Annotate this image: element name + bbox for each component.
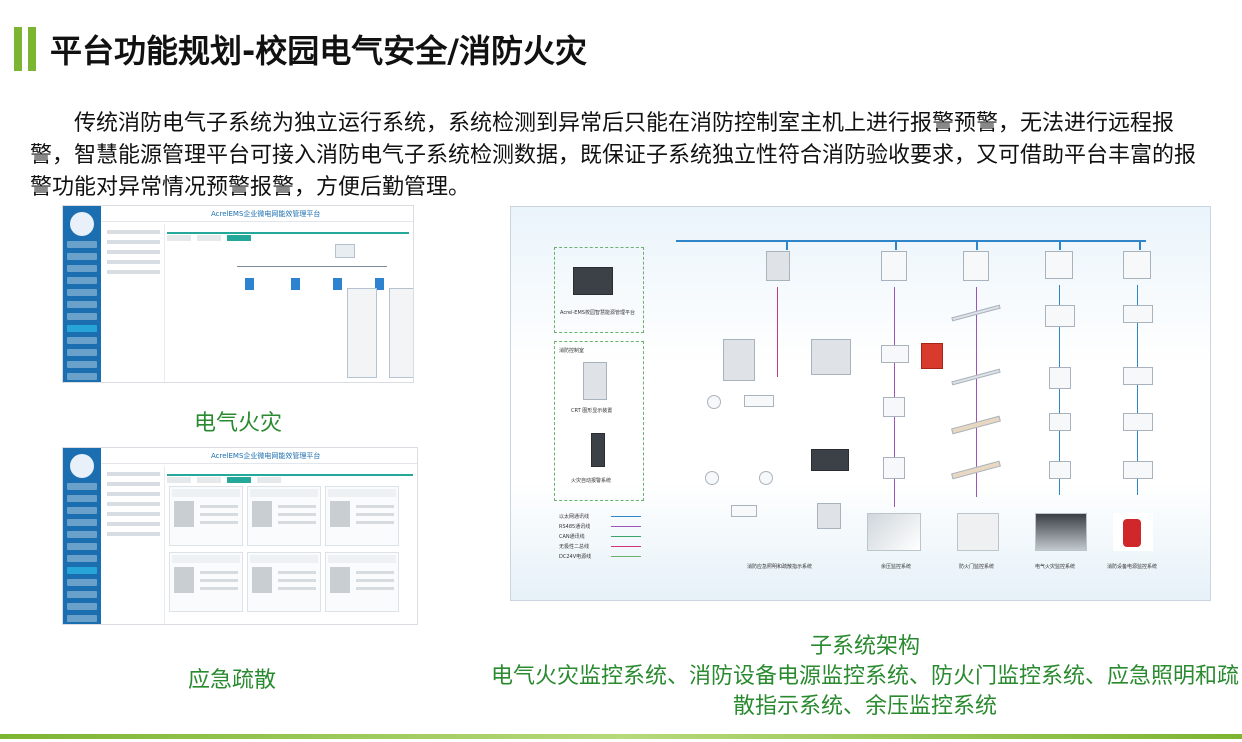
app-topbar: AcrelEMS企业微电网能效管理平台 — [101, 448, 417, 464]
platform-label: Acrel-EMS校园智慧能源管理平台 — [560, 310, 635, 316]
system-label: 防火门监控系统 — [959, 564, 995, 570]
topology-view — [167, 226, 413, 378]
device-tree — [103, 224, 165, 382]
app-sidebar — [63, 206, 101, 382]
power-card[interactable] — [325, 552, 399, 612]
crt-label: CRT 图形显示装置 — [571, 408, 613, 414]
app-title: AcrelEMS企业微电网能效管理平台 — [211, 210, 321, 218]
system-label: 消防应急照明和疏散指示系统 — [747, 564, 813, 570]
power-card[interactable] — [325, 486, 399, 546]
app-sidebar — [63, 448, 101, 624]
control-room-label: 消防控制室 — [559, 348, 585, 354]
legend-rs485: RS485通讯线 — [559, 524, 591, 530]
electrical-fire-caption: 电气火灾 — [193, 411, 282, 436]
intro-paragraph: 传统消防电气子系统为独立运行系统，系统检测到异常后只能在消防控制室主机上进行报警… — [30, 111, 1197, 200]
legend-dc24v: DC24V电源线 — [559, 554, 592, 560]
app-title: AcrelEMS企业微电网能效管理平台 — [211, 452, 321, 460]
legend-can: CAN通讯线 — [559, 534, 585, 540]
legend-bus: 无极性二总线 — [559, 544, 590, 550]
power-card[interactable] — [247, 486, 321, 546]
evacuation-screenshot: AcrelEMS企业微电网能效管理平台 — [62, 447, 418, 625]
architecture-caption-title: 子系统架构 — [809, 634, 920, 659]
app-logo — [70, 212, 94, 236]
app-topbar: AcrelEMS企业微电网能效管理平台 — [101, 206, 413, 222]
bottom-divider — [0, 734, 1242, 739]
system-label: 余压监控系统 — [881, 564, 912, 570]
power-card[interactable] — [247, 552, 321, 612]
architecture-caption-body: 电气火灾监控系统、消防设备电源监控系统、防火门监控系统、应急照明和疏散指示系统、… — [490, 664, 1239, 719]
title-bar: 平台功能规划-校园电气安全/消防火灾 — [14, 26, 587, 72]
architecture-caption: 子系统架构 电气火灾监控系统、消防设备电源监控系统、防火门监控系统、应急照明和疏… — [490, 632, 1240, 722]
page-title: 平台功能规划-校园电气安全/消防火灾 — [50, 32, 587, 70]
legend-ethernet: 以太网通讯线 — [559, 514, 590, 520]
title-accent-bar — [14, 27, 22, 71]
title-accent-bar — [28, 27, 36, 71]
evacuation-caption: 应急疏散 — [187, 668, 276, 693]
device-tree — [103, 466, 165, 624]
system-label: 电气火灾监控系统 — [1035, 564, 1076, 570]
alarm-host-label: 火灾自动报警系统 — [571, 478, 612, 484]
power-card[interactable] — [169, 486, 243, 546]
electrical-fire-screenshot: AcrelEMS企业微电网能效管理平台 — [62, 205, 414, 383]
subsystem-architecture-diagram: Acrel-EMS校园智慧能源管理平台 消防控制室 CRT 图形显示装置 火灾自… — [510, 206, 1211, 601]
app-logo — [70, 454, 94, 478]
power-cards — [167, 468, 413, 620]
power-card[interactable] — [169, 552, 243, 612]
system-label: 消防设备电源监控系统 — [1107, 564, 1158, 570]
